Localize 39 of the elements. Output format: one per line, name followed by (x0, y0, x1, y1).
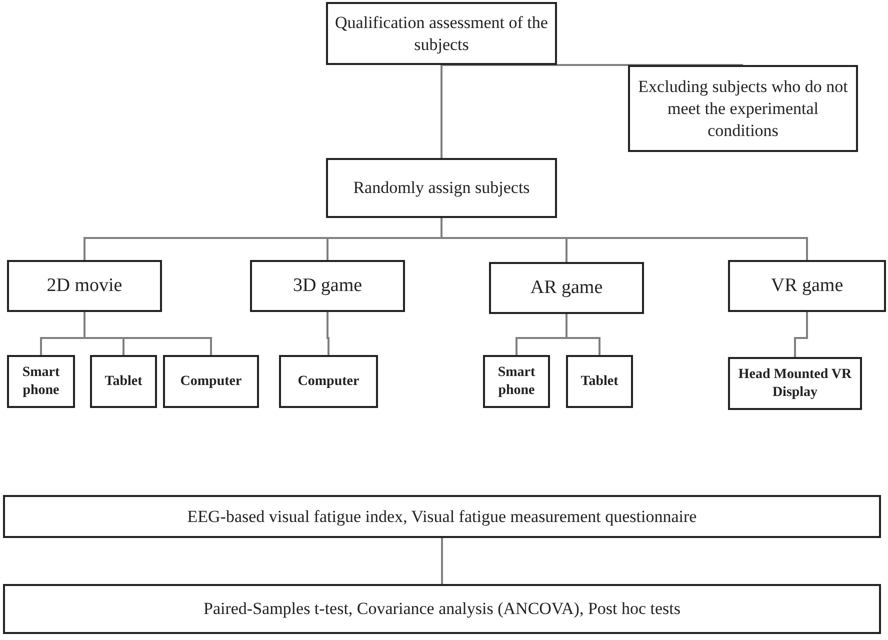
process-box (326, 158, 557, 218)
box-text: Randomly assign subjects (353, 177, 530, 199)
connector-line (566, 314, 600, 355)
process-box (7, 260, 162, 312)
process-box (163, 355, 259, 408)
box-text: EEG-based visual fatigue index, Visual fatigue measurement questionnaire (187, 506, 697, 528)
box-text: 3D game (292, 274, 362, 298)
box-text: Computer (180, 372, 242, 390)
process-box (279, 355, 378, 408)
process-box (326, 2, 557, 65)
connector-line (440, 218, 808, 260)
connector-line (326, 312, 330, 355)
box-text: Smart phone (496, 364, 536, 400)
process-box (3, 495, 881, 538)
process-box (483, 355, 550, 408)
box-text: Smart phone (21, 364, 61, 400)
process-box (250, 260, 405, 312)
box-text: Tablet (580, 372, 618, 390)
process-box (489, 262, 644, 314)
connector-line (441, 538, 443, 584)
box-text: Tablet (104, 372, 142, 390)
connector-line (440, 65, 442, 158)
process-box (566, 355, 633, 408)
process-box (3, 584, 881, 634)
box-text: AR game (530, 276, 603, 300)
box-text: Paired-Samples t-test, Covariance analysis (ANCOVA), Post hoc tests (203, 598, 681, 620)
box-text: Head Mounted VR Display (737, 366, 853, 402)
process-box (7, 355, 75, 408)
box-text: Excluding subjects who do not meet the experimental conditions (637, 76, 849, 142)
box-text: Computer (298, 372, 360, 390)
process-box (728, 260, 886, 312)
connector-line (794, 312, 808, 357)
process-box (628, 65, 858, 152)
connector-line (440, 64, 744, 66)
box-text: Qualification assessment of the subjects (334, 12, 549, 56)
process-box (90, 355, 157, 408)
process-box (728, 357, 862, 410)
box-text: 2D movie (46, 274, 122, 298)
box-text: VR game (770, 274, 844, 298)
